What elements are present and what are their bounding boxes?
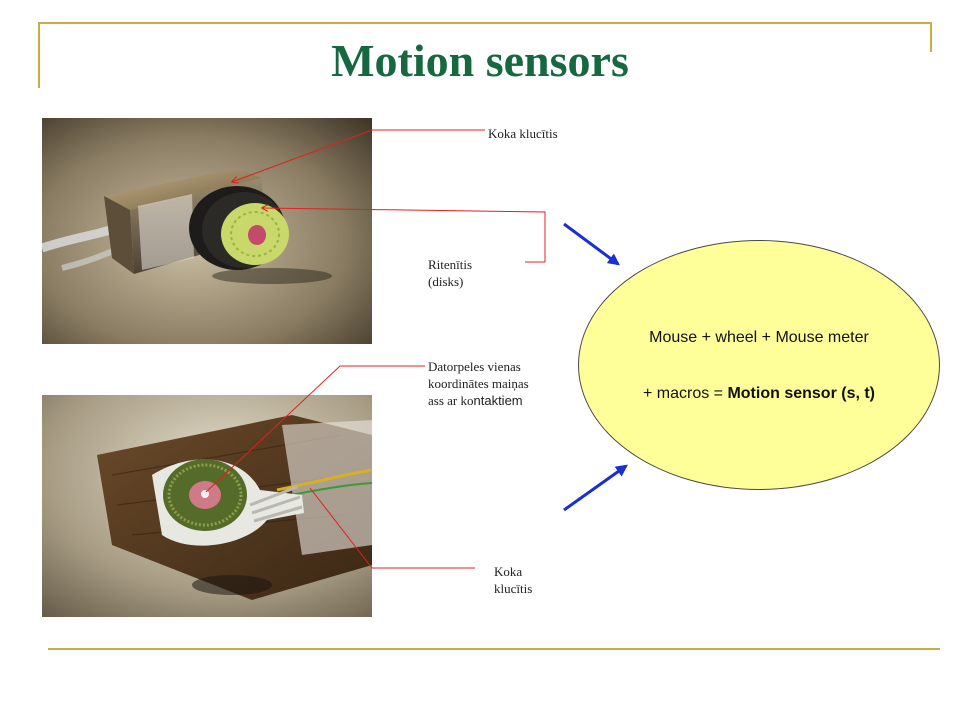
callout-line-top-block — [232, 129, 485, 182]
ellipse-line1: Mouse + wheel + Mouse meter — [649, 329, 869, 346]
callout-line-contacts — [205, 365, 425, 493]
arrow-to-ellipse-top — [563, 222, 620, 266]
label-contacts-line3-a: ass ar ko — [428, 393, 474, 408]
ellipse-line2-bold: Motion sensor (s, t) — [727, 385, 876, 402]
label-contacts-line2: koordinātes maiņas — [428, 376, 529, 391]
arrow-to-ellipse-bottom — [563, 464, 628, 512]
ellipse-line2-prefix: + macros = — [642, 385, 728, 402]
label-wheel-line2: (disks) — [428, 274, 464, 289]
label-wheel-line1: Ritenītis — [428, 257, 473, 272]
slide-title: Motion sensors — [331, 35, 629, 86]
label-wooden-block-top: Koka klucītis — [488, 126, 558, 141]
label-wooden-block-bottom-line2: klucītis — [494, 581, 533, 596]
top-rule — [40, 22, 932, 24]
ellipse-line2: + macros = Motion sensor (s, t) — [579, 385, 939, 403]
callout-line-wheel — [262, 208, 546, 263]
label-contacts-line3-b: ntaktiem — [473, 393, 523, 408]
bottom-rule — [48, 648, 940, 650]
encoder-photo — [42, 395, 372, 617]
summary-ellipse: Mouse + wheel + Mouse meter + macros = M… — [578, 240, 940, 490]
label-contacts-line3: ass ar kontaktiem — [428, 392, 529, 409]
right-rule — [930, 22, 932, 52]
label-wheel: Ritenītis (disks) — [428, 256, 472, 290]
wheel-sensor-photo — [42, 118, 372, 344]
label-wooden-block-bottom: Koka klucītis — [494, 563, 532, 597]
label-wooden-block-bottom-line1: Koka — [494, 564, 523, 579]
left-rule — [38, 22, 40, 88]
label-contacts: Datorpeles vienas koordinātes maiņas ass… — [428, 358, 529, 409]
label-contacts-line1: Datorpeles vienas — [428, 359, 521, 374]
callout-line-bottom-block — [309, 487, 475, 569]
